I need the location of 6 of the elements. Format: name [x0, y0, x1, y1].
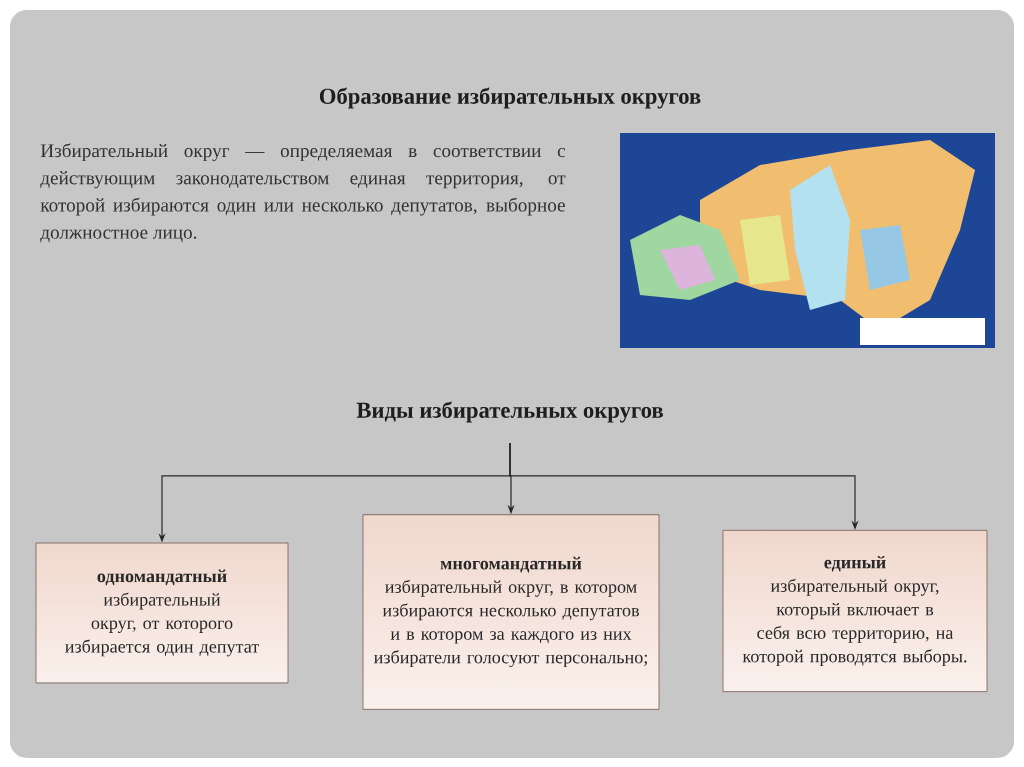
- text-box: многомандатный избирательный округ, в котором избираются несколько депутатов и в котором за каждого из них избиратели голосуют персонально;: [362, 514, 660, 710]
- text-box: одномандатный избирательный округ, от которого избирается один депутат: [35, 542, 289, 684]
- title: Образование избирательных округов: [319, 87, 701, 109]
- heading: Виды избирательных округов: [356, 401, 663, 423]
- paragraph: Избирательный округ — определяемая в соответствии с действующим законодательством единая территория, от которой избираются один или несколько депутатов, выборное должностное лицо.: [40, 143, 566, 243]
- text-box: единый избирательный округ, который включает в себя всю территорию, на которой проводятся выборы.: [722, 529, 988, 693]
